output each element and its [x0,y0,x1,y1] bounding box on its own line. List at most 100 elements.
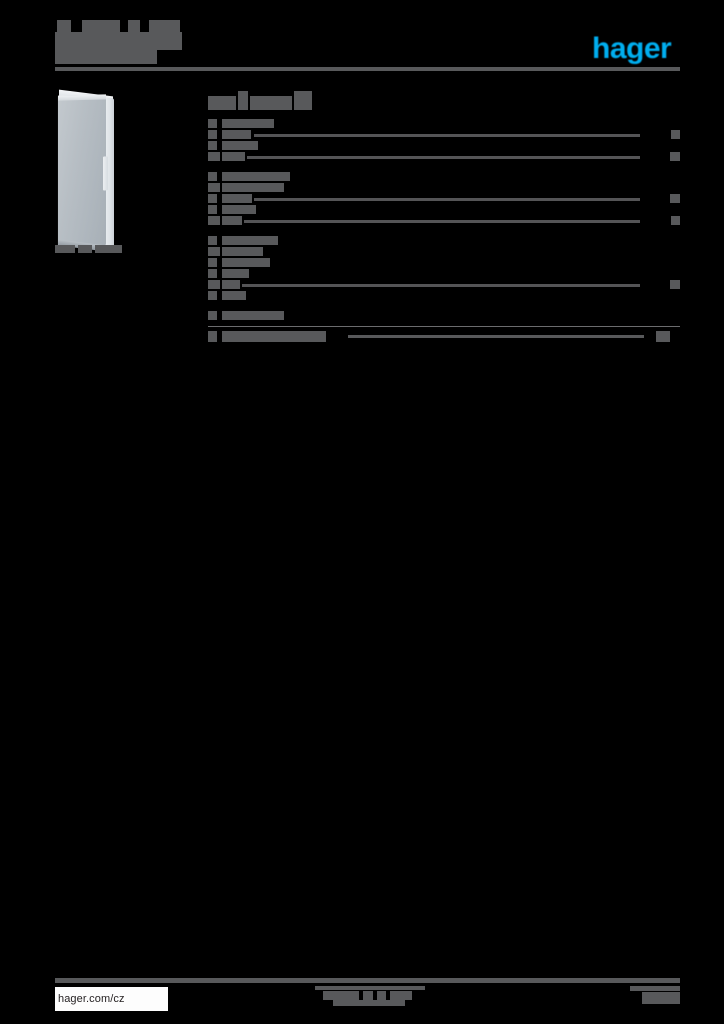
toc-entry-page-number [671,130,680,139]
toc-entry[interactable] [208,193,680,204]
toc-entry-page-number [670,194,680,203]
footer-text-block [390,991,412,1000]
title-redaction-block [57,20,71,32]
title-redaction-block [128,20,140,32]
enclosure-door-handle [103,156,108,191]
toc-entry[interactable] [208,140,680,151]
toc-entry-number [208,130,217,139]
toc-entry-label [222,141,258,150]
toc-summary-block [656,331,670,342]
toc-entry-number [208,183,220,192]
footer-page-block [630,986,680,991]
toc-entry-label [222,183,284,192]
toc-leader-dots [247,156,640,159]
title-redaction-block [55,32,182,50]
hager-logo-text: hager [592,32,672,65]
toc-heading-block [208,96,236,110]
product-image [55,89,131,253]
toc-entry-number [208,205,217,214]
toc-entry[interactable] [208,204,680,215]
toc-entry-number [208,194,217,203]
toc-entry-number [208,258,217,267]
toc-entry-label [222,172,290,181]
toc-entry[interactable] [208,310,680,321]
footer-text-block [333,1000,405,1006]
toc-entry-number [208,119,217,128]
toc-entry[interactable] [208,215,680,226]
toc-entry-number [208,280,220,289]
toc-entry-label [222,269,249,278]
toc-entry-page-number [670,280,680,289]
toc-entry-number [208,236,217,245]
toc-entry[interactable] [208,182,680,193]
toc-entry-number [208,141,217,150]
toc-entry[interactable] [208,290,680,301]
toc-entry[interactable] [208,129,680,140]
toc-entry-label [222,194,252,203]
toc-heading-block [250,96,292,110]
toc-leader-dots [254,134,640,137]
toc-heading-redacted [208,90,680,112]
toc-summary-block [208,331,217,342]
toc-heading-block [238,91,248,110]
caption-redaction-block [78,245,92,253]
footer-text-block [315,986,425,990]
toc-entry-number [208,152,220,161]
footer-page-number-redacted [630,986,680,1006]
toc-entry-label [222,119,274,128]
toc-entry-summary[interactable] [208,331,680,345]
toc-entry-page-number [670,152,680,161]
toc-entry-label [222,280,240,289]
footer-page-block [642,992,680,1004]
toc-summary-block [222,331,326,342]
toc-row-list [208,118,680,321]
document-title-redacted [55,18,185,64]
hager-logo: hager [592,34,680,64]
caption-redaction-block [55,245,75,253]
toc-entry-number [208,291,217,300]
toc-entry[interactable] [208,246,680,257]
toc-summary-block [348,335,644,338]
footer-text-block [363,991,373,1000]
toc-entry-page-number [671,216,680,225]
toc-entry-label [222,291,246,300]
title-redaction-block [82,20,120,32]
footer-center-redacted [315,986,425,1008]
page-header: hager [55,18,680,70]
toc-entry-label [222,152,245,161]
footer-website-url[interactable]: hager.com/cz [55,987,168,1011]
toc-leader-dots [254,198,640,201]
toc-leader-dots [244,220,640,223]
toc-entry[interactable] [208,118,680,129]
footer-divider [55,978,680,983]
toc-entry-label [222,205,256,214]
toc-entry-number [208,216,220,225]
toc-entry-number [208,247,220,256]
toc-entry-label [222,258,270,267]
footer-text-block [323,991,359,1000]
page-footer: hager.com/cz [0,978,724,1024]
toc-heading-block [294,91,312,110]
title-redaction-block [149,20,180,32]
toc-entry-number [208,311,217,320]
toc-entry[interactable] [208,235,680,246]
toc-entry-label [222,247,263,256]
header-divider [55,67,680,71]
toc-entry-label [222,236,278,245]
toc-entry-label [222,311,284,320]
toc-entry[interactable] [208,279,680,290]
table-of-contents [208,90,680,345]
title-redaction-block [55,50,157,64]
toc-leader-dots [242,284,640,287]
toc-entry[interactable] [208,151,680,162]
toc-entry-label [222,130,251,139]
footer-text-block [377,991,386,1000]
toc-entry-number [208,172,217,181]
toc-divider [208,326,680,327]
toc-entry[interactable] [208,171,680,182]
toc-entry[interactable] [208,257,680,268]
enclosure-front-door [58,94,108,248]
toc-entry[interactable] [208,268,680,279]
toc-entry-number [208,269,217,278]
